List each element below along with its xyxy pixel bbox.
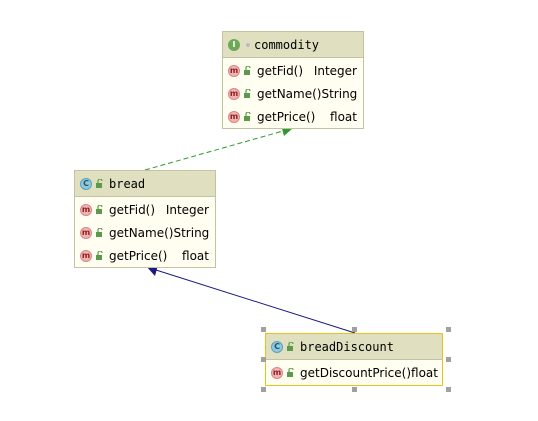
method-icon: m [228, 64, 240, 77]
method-name: getPrice() [109, 248, 168, 263]
public-lock-icon [96, 250, 103, 260]
method-row[interactable]: m getName() String [223, 82, 363, 105]
resize-handle-bottom-right[interactable] [446, 387, 451, 392]
method-return-type: String [173, 225, 210, 240]
method-name: getName() [109, 225, 174, 240]
method-icon: m [80, 249, 92, 262]
member-list: m getDiscountPrice() float [266, 360, 442, 386]
resize-handle-top-left[interactable] [261, 327, 266, 332]
public-lock-icon [244, 111, 251, 121]
method-return-type: float [182, 248, 209, 263]
method-row[interactable]: m getName() String [75, 221, 215, 244]
public-lock-icon [287, 367, 294, 377]
class-name: breadDiscount [300, 339, 394, 354]
class-box-breaddiscount[interactable]: C breadDiscount m getDiscountPrice() flo… [265, 333, 443, 386]
public-lock-icon [96, 227, 103, 237]
class-header[interactable]: C breadDiscount [266, 334, 442, 360]
method-name: getFid() [257, 63, 304, 78]
interface-icon: I [228, 38, 240, 51]
public-lock-icon [244, 88, 251, 98]
public-lock-icon [96, 178, 103, 188]
interface-name: commodity [254, 37, 320, 52]
resize-handle-bottom-center[interactable] [352, 387, 357, 392]
method-row[interactable]: m getPrice() float [75, 244, 215, 267]
method-return-type: float [411, 365, 438, 380]
public-lock-icon [287, 341, 294, 351]
method-name: getFid() [109, 202, 156, 217]
public-lock-icon [244, 65, 251, 75]
class-name: bread [109, 176, 146, 191]
method-return-type: Integer [313, 63, 357, 78]
resize-handle-top-center[interactable] [352, 327, 357, 332]
resize-handle-top-right[interactable] [446, 327, 451, 332]
method-icon: m [80, 203, 92, 216]
method-return-type: String [321, 86, 358, 101]
method-row[interactable]: m getPrice() float [223, 105, 363, 128]
generalization-edge-breaddiscount-bread[interactable] [155, 269, 356, 334]
method-row[interactable]: m getFid() Integer [75, 198, 215, 221]
class-icon: C [271, 340, 283, 353]
resize-handle-middle-left[interactable] [261, 357, 266, 362]
interface-header[interactable]: I commodity [223, 32, 363, 58]
class-header[interactable]: C bread [75, 171, 215, 197]
method-row[interactable]: m getFid() Integer [223, 59, 363, 82]
class-icon: C [80, 177, 92, 190]
method-return-type: float [330, 109, 357, 124]
method-icon: m [80, 226, 92, 239]
method-icon: m [271, 366, 283, 379]
method-return-type: Integer [165, 202, 209, 217]
method-name: getPrice() [257, 109, 316, 124]
resize-handle-middle-right[interactable] [446, 357, 451, 362]
visibility-dot-icon [246, 42, 250, 47]
class-box-bread[interactable]: C bread m getFid() Integer m getName() S… [74, 170, 216, 268]
method-icon: m [228, 87, 240, 100]
method-icon: m [228, 110, 240, 123]
public-lock-icon [96, 204, 103, 214]
realization-edge-bread-commodity[interactable] [144, 130, 284, 171]
method-row[interactable]: m getDiscountPrice() float [266, 361, 442, 384]
resize-handle-bottom-left[interactable] [261, 387, 266, 392]
method-name: getDiscountPrice() [300, 365, 412, 380]
method-name: getName() [257, 86, 322, 101]
member-list: m getFid() Integer m getName() String m … [75, 197, 215, 269]
interface-box-commodity[interactable]: I commodity m getFid() Integer m getName… [222, 31, 364, 129]
member-list: m getFid() Integer m getName() String m … [223, 58, 363, 130]
